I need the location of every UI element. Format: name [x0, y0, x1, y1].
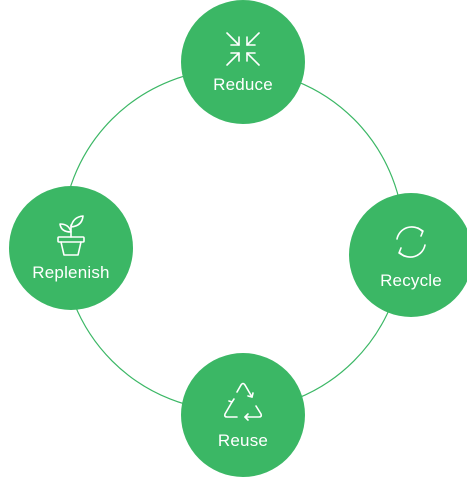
reuse-label: Reuse — [217, 431, 269, 450]
recycle-label: Recycle — [380, 271, 442, 290]
replenish-node: Replenish — [9, 186, 133, 310]
arrows-inward-icon — [226, 32, 260, 66]
recycle-node: Recycle — [349, 193, 467, 317]
replenish-label: Replenish — [32, 263, 110, 282]
reduce-node: Reduce — [181, 0, 305, 124]
reduce-label: Reduce — [213, 75, 273, 94]
reuse-node: Reuse — [181, 353, 305, 477]
recycle-triangle-icon — [223, 382, 263, 421]
circular-arrows-icon — [396, 226, 426, 258]
potted-plant-icon — [57, 215, 85, 256]
